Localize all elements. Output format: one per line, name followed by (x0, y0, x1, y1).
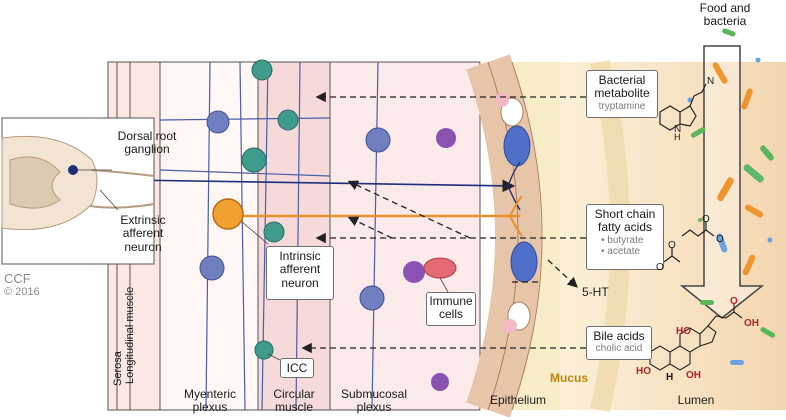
circular-line2: muscle (274, 400, 313, 415)
chem-h-1: H (674, 132, 681, 142)
cholic-acid-structure (649, 304, 743, 371)
credit: CCF © 2016 (4, 271, 40, 299)
pointer-lines (78, 169, 449, 361)
ext-line3: neuron (124, 239, 162, 254)
credit-line2: © 2016 (4, 286, 40, 299)
imm-line2: cells (438, 307, 463, 322)
myenteric-line1: Myenteric (183, 387, 236, 401)
myenteric-line2: plexus (192, 400, 228, 415)
chem-oh-2: OH (686, 370, 701, 381)
chem-ho-1: HO (676, 326, 691, 337)
bacterial-metabolite-box: Bacterial metabolite tryptamine (586, 70, 658, 118)
spinal-cord (1, 135, 155, 231)
epithelium-cells (466, 54, 543, 418)
neuron-bodies (199, 59, 391, 360)
mucus-label: Mucus (550, 371, 589, 385)
extrinsic-afferent-label: Extrinsic afferent neuron (112, 212, 174, 258)
food-line2: bacteria (703, 14, 747, 29)
bm-sub: tryptamine (598, 100, 646, 112)
int-line3: neuron (281, 275, 319, 290)
imm-line1: Immune (429, 294, 473, 308)
submucosal-line2: plexus (356, 400, 392, 415)
dorsal-root-label: Dorsal root ganglion (110, 128, 184, 160)
scfa-line2: fatty acids (597, 220, 653, 235)
scfa-structures (663, 222, 715, 263)
credit-line1: CCF (4, 271, 31, 286)
immune-cell-shapes (403, 128, 457, 391)
scfa-box: Short chain fatty acids • butyrate • ace… (586, 204, 664, 270)
intrinsic-afferent-box: Intrinsic afferent neuron (266, 246, 334, 300)
bile-acids-box: Bile acids cholic acid (586, 326, 652, 360)
chem-ominus-2: O (656, 262, 664, 273)
icc-box: ICC (280, 358, 314, 378)
chem-h-2: H (666, 372, 674, 383)
chem-o-2: O (668, 240, 676, 251)
extrinsic-terminals (507, 161, 521, 211)
bile-sub: cholic acid (595, 343, 643, 355)
ext-line1: Extrinsic (120, 213, 166, 227)
serosa-label: Serosa (112, 351, 124, 386)
intrinsic-neuron-body (212, 198, 244, 230)
chem-ho-2: HO (636, 366, 651, 377)
col-myenteric: Myenteric plexus (170, 387, 250, 415)
chem-oh-1: OH (744, 318, 759, 329)
food-line1: Food and (699, 1, 751, 15)
chem-o-3: O (730, 296, 738, 307)
icc-label: ICC (286, 361, 308, 375)
five-ht-label: 5-HT (582, 285, 609, 299)
bm-line2: metabolite (594, 86, 650, 101)
scfa-item2: • acetate (601, 246, 641, 258)
bile-title: Bile acids (593, 329, 645, 343)
tryptamine-structure (659, 83, 707, 131)
lumen-flow-arrow (679, 45, 765, 319)
chem-o-1: O (702, 214, 710, 225)
drg-line2: ganglion (124, 142, 170, 157)
col-epithelium: Epithelium (489, 393, 547, 407)
col-lumen: Lumen (677, 393, 715, 407)
ext-line2: afferent (122, 226, 164, 241)
int-line1: Intrinsic (279, 249, 321, 263)
chem-n-2: N (674, 124, 682, 135)
signal-arrows (301, 91, 586, 354)
chem-ominus-1: O (716, 234, 724, 245)
scfa-item1: • butyrate (601, 234, 644, 246)
immune-cells-box: Immune cells (426, 292, 476, 326)
drg-line1: Dorsal root (117, 129, 177, 143)
col-circular: Circular muscle (258, 387, 330, 415)
food-bacteria-label: Food and bacteria (690, 1, 760, 29)
int-line2: afferent (279, 262, 321, 277)
bm-line1: Bacterial (598, 73, 646, 87)
circular-line1: Circular (273, 387, 315, 401)
longitudinal-label: Longitudinal muscle (124, 286, 136, 384)
submucosal-line1: Submucosal (340, 387, 408, 401)
chem-n-1: N (707, 76, 715, 87)
scfa-line1: Short chain (594, 207, 656, 221)
col-submucosal: Submucosal plexus (334, 387, 414, 415)
bacteria (687, 28, 776, 365)
